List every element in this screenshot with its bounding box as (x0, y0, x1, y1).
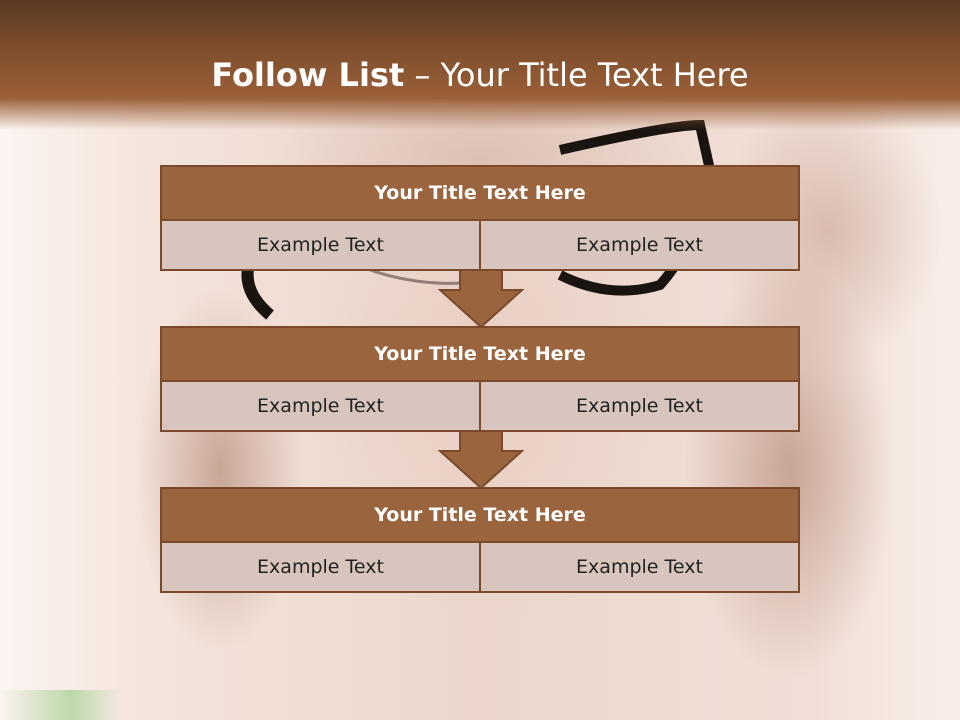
block-title: Your Title Text Here (160, 165, 800, 221)
block-title: Your Title Text Here (160, 326, 800, 382)
list-block-3: Your Title Text Here Example Text Exampl… (160, 487, 800, 593)
title-band (0, 0, 960, 130)
slide-title: Follow List – Your Title Text Here (0, 56, 960, 94)
block-cell-left: Example Text (160, 382, 481, 432)
block-row: Example Text Example Text (160, 543, 800, 593)
slide-title-rest: – Your Title Text Here (414, 56, 749, 94)
block-row: Example Text Example Text (160, 382, 800, 432)
block-title: Your Title Text Here (160, 487, 800, 543)
block-cell-left: Example Text (160, 221, 481, 271)
block-row: Example Text Example Text (160, 221, 800, 271)
block-cell-right: Example Text (481, 382, 800, 432)
background-green-accent (0, 690, 120, 720)
list-block-1: Your Title Text Here Example Text Exampl… (160, 165, 800, 271)
block-cell-left: Example Text (160, 543, 481, 593)
block-cell-right: Example Text (481, 543, 800, 593)
list-block-2: Your Title Text Here Example Text Exampl… (160, 326, 800, 432)
down-arrow-icon (438, 270, 524, 328)
block-cell-right: Example Text (481, 221, 800, 271)
down-arrow-icon (438, 431, 524, 489)
slide-title-bold: Follow List (211, 56, 405, 94)
